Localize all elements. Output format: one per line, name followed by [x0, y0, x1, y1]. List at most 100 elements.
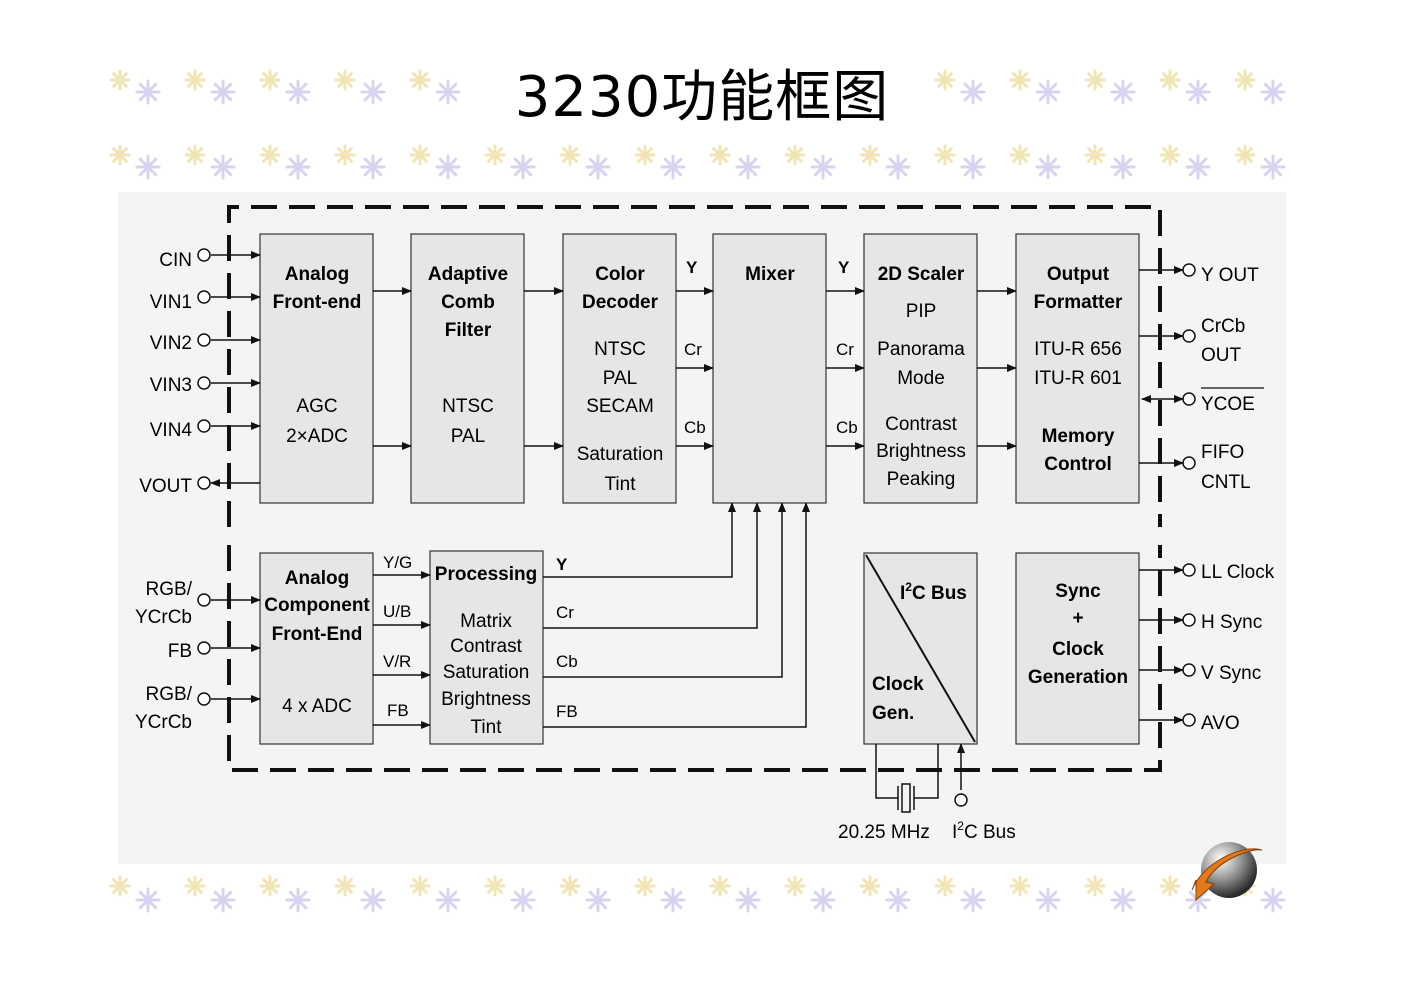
- comb-filter-ntsc: NTSC: [442, 396, 494, 417]
- scaler-contrast: Contrast: [885, 414, 958, 435]
- deco-flower: [484, 144, 506, 166]
- deco-flower: [409, 875, 431, 897]
- deco-flower: [360, 887, 386, 913]
- deco-flower: [960, 79, 986, 105]
- scaler-title: 2D Scaler: [878, 264, 965, 285]
- output-formatter-title-1: Output: [1047, 264, 1110, 285]
- deco-flower: [484, 875, 506, 897]
- scaler-mode: Mode: [897, 368, 945, 389]
- processing-saturation: Saturation: [443, 662, 530, 683]
- deco-flower: [1084, 144, 1106, 166]
- deco-flower: [210, 887, 236, 913]
- scaler-brightness: Brightness: [876, 441, 966, 462]
- color-decoder-tint: Tint: [605, 474, 637, 495]
- deco-flower: [184, 69, 206, 91]
- comb-filter-title-1: Adaptive: [428, 264, 508, 285]
- deco-flower: [1159, 875, 1181, 897]
- output-formatter-title-2: Formatter: [1034, 292, 1123, 313]
- scaler-panorama: Panorama: [877, 339, 965, 360]
- deco-flower: [285, 79, 311, 105]
- bottom-row-connections: [211, 502, 1184, 813]
- output-vsync: V Sync: [1201, 663, 1261, 684]
- deco-flower: [409, 69, 431, 91]
- signal-vr: V/R: [383, 652, 411, 671]
- deco-flower: [960, 887, 986, 913]
- output-fifo-line1: FIFO: [1201, 442, 1244, 463]
- output-llclock: LL Clock: [1201, 562, 1275, 583]
- mixer-block: Mixer: [712, 233, 827, 504]
- deco-flower: [660, 887, 686, 913]
- deco-flower: [1110, 79, 1136, 105]
- deco-flower: [1185, 79, 1211, 105]
- deco-flower: [109, 144, 131, 166]
- output-ycoe: YCOE: [1201, 394, 1255, 415]
- color-decoder-title-2: Decoder: [582, 292, 659, 313]
- color-decoder-pal: PAL: [603, 368, 638, 389]
- output-vout: VOUT: [139, 476, 192, 497]
- analog-frontend-title-1: Analog: [285, 264, 349, 285]
- processing-contrast: Contrast: [450, 636, 523, 657]
- output-yout: Y OUT: [1201, 265, 1259, 286]
- signal-y-3: Y: [556, 555, 568, 574]
- output-formatter-memory: Memory: [1042, 426, 1115, 447]
- output-formatter-itu656: ITU-R 656: [1034, 339, 1122, 360]
- i2c-bus-label: I2C Bus: [900, 580, 967, 604]
- signal-y-2: Y: [838, 258, 850, 277]
- deco-flower: [1185, 154, 1211, 180]
- deco-flower: [435, 79, 461, 105]
- deco-flower: [1260, 887, 1286, 913]
- deco-flower: [135, 79, 161, 105]
- deco-flower: [109, 69, 131, 91]
- input-rgb2-line2: YCrCb: [135, 712, 192, 733]
- sync-clock-title-4: Generation: [1028, 667, 1128, 688]
- deco-flower: [709, 144, 731, 166]
- scaler-block: 2D Scaler PIP Panorama Mode Contrast Bri…: [863, 233, 978, 504]
- output-hsync: H Sync: [1201, 612, 1262, 633]
- sync-clock-title-3: Clock: [1052, 639, 1104, 660]
- input-vin4: VIN4: [150, 420, 193, 441]
- processing-tint: Tint: [471, 717, 503, 738]
- deco-flower: [735, 154, 761, 180]
- deco-flower: [934, 69, 956, 91]
- deco-flower: [210, 154, 236, 180]
- deco-flower: [135, 887, 161, 913]
- deco-flower: [1035, 79, 1061, 105]
- deco-flower: [334, 144, 356, 166]
- i2c-bus-pin-label: I2C Bus: [952, 819, 1016, 843]
- sync-clock-title-1: Sync: [1055, 581, 1101, 602]
- output-fifo-line2: CNTL: [1201, 472, 1251, 493]
- processing-matrix: Matrix: [460, 611, 512, 632]
- output-formatter-block: Output Formatter ITU-R 656 ITU-R 601 Mem…: [1015, 233, 1140, 504]
- deco-flower: [810, 154, 836, 180]
- analog-component-title-3: Front-End: [272, 624, 363, 645]
- comb-filter-title-2: Comb: [441, 292, 495, 313]
- clock-gen-label-1: Clock: [872, 674, 924, 695]
- deco-flower: [934, 875, 956, 897]
- input-vin1: VIN1: [150, 292, 192, 313]
- deco-flower: [1009, 144, 1031, 166]
- input-labels: CIN VIN1 VIN2 VIN3 VIN4 VOUT RGB/ YCrCb …: [135, 250, 193, 733]
- analog-frontend-adc: 2×ADC: [286, 426, 348, 447]
- deco-flower: [660, 154, 686, 180]
- output-formatter-itu601: ITU-R 601: [1034, 368, 1122, 389]
- processing-title: Processing: [435, 564, 537, 585]
- chip-boundary: [227, 205, 1162, 772]
- deco-flower: [934, 144, 956, 166]
- deco-flower: [259, 69, 281, 91]
- crystal-frequency-label: 20.25 MHz: [838, 822, 930, 843]
- deco-flower: [585, 154, 611, 180]
- bottom-labels: 20.25 MHz I2C Bus: [838, 819, 1016, 843]
- processing-block: Processing Matrix Contrast Saturation Br…: [429, 550, 544, 745]
- comb-filter-block: Adaptive Comb Filter NTSC PAL: [410, 233, 525, 504]
- analog-frontend-title-2: Front-end: [273, 292, 362, 313]
- deco-flower: [184, 144, 206, 166]
- deco-flower: [634, 144, 656, 166]
- input-cin: CIN: [159, 250, 192, 271]
- deco-flower: [1234, 144, 1256, 166]
- analog-frontend-block: Analog Front-end AGC 2×ADC: [259, 233, 374, 504]
- deco-flower: [1260, 79, 1286, 105]
- pin-circles: [197, 248, 1196, 807]
- signal-yg: Y/G: [383, 553, 412, 572]
- signal-cb-3: Cb: [556, 652, 578, 671]
